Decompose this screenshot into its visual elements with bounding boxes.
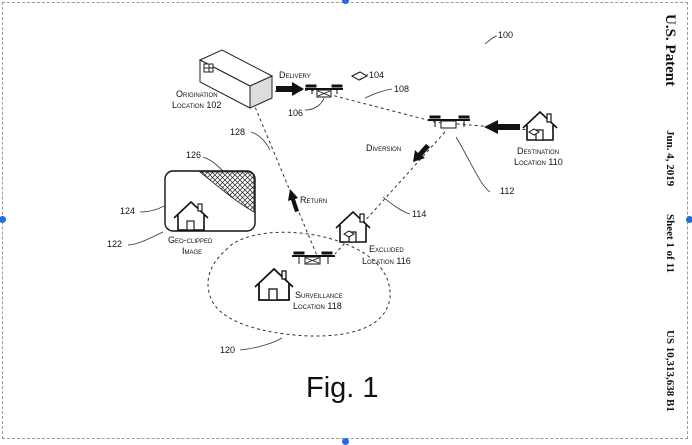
- ref-112: 112: [500, 186, 515, 196]
- figure-label: Fig. 1: [306, 372, 379, 404]
- ref-124: 124: [120, 206, 136, 216]
- excluded-house-icon: [335, 210, 371, 243]
- ref-126: 126: [186, 150, 202, 160]
- label-diversion: Diversion: [366, 143, 402, 153]
- destination-house-icon: [522, 110, 558, 141]
- label-origination-2: Location 102: [172, 100, 222, 110]
- resize-handle-right[interactable]: [686, 216, 692, 223]
- header-sheet: Sheet 1 of 11: [664, 214, 676, 273]
- label-geoclipped-2: Image: [182, 246, 203, 256]
- resize-handle-bottom[interactable]: [342, 438, 349, 445]
- resize-handle-left[interactable]: [0, 216, 6, 223]
- label-origination-1: Origination: [176, 89, 218, 99]
- header-number: US 10,313,638 B1: [664, 330, 676, 412]
- flight-path-108: [256, 89, 531, 131]
- approach-arrow-icon: [484, 120, 520, 134]
- label-geoclipped-1: Geo-clipped: [168, 235, 213, 245]
- ref-120: 120: [220, 345, 236, 355]
- ref-114: 114: [412, 209, 427, 219]
- excluded-cargo-icon: [343, 230, 355, 238]
- warehouse-icon: [198, 49, 274, 109]
- label-destination-1: Destination: [517, 146, 560, 156]
- ref-122: 122: [107, 239, 123, 249]
- destination-cargo-icon: [528, 128, 540, 136]
- ref-128: 128: [230, 127, 246, 137]
- ref-106: 106: [288, 108, 304, 118]
- label-destination-2: Location 110: [514, 157, 563, 167]
- drone-106-icon: [305, 84, 343, 98]
- geo-clipped-image-icon: [164, 170, 256, 232]
- label-excluded-2: Location 116: [362, 256, 411, 266]
- ref-104: 104: [369, 70, 385, 80]
- flight-path-128: [252, 101, 319, 259]
- ref-108: 108: [394, 84, 410, 94]
- drone-surveillance-icon: [292, 251, 335, 265]
- header-date: Jun. 4, 2019: [664, 130, 676, 187]
- resize-handle-top[interactable]: [342, 0, 349, 4]
- ref-100: 100: [498, 30, 514, 40]
- drone-diversion-icon: [428, 115, 470, 129]
- label-excluded-1: Excluded: [369, 244, 404, 254]
- label-surveillance-1: Surveillance: [295, 290, 343, 300]
- header-patent: U.S. Patent: [662, 14, 678, 87]
- drone-cargo-icon: [350, 71, 369, 81]
- diversion-arrow-icon: [413, 144, 430, 162]
- surveillance-house-icon: [254, 267, 294, 301]
- label-return: Return: [300, 195, 328, 205]
- surveillance-zone-outline: [207, 231, 391, 337]
- return-arrow-icon: [288, 189, 299, 212]
- label-surveillance-2: Location 118: [293, 301, 342, 311]
- label-delivery: Delivery: [279, 70, 311, 80]
- delivery-arrow-icon: [276, 82, 304, 96]
